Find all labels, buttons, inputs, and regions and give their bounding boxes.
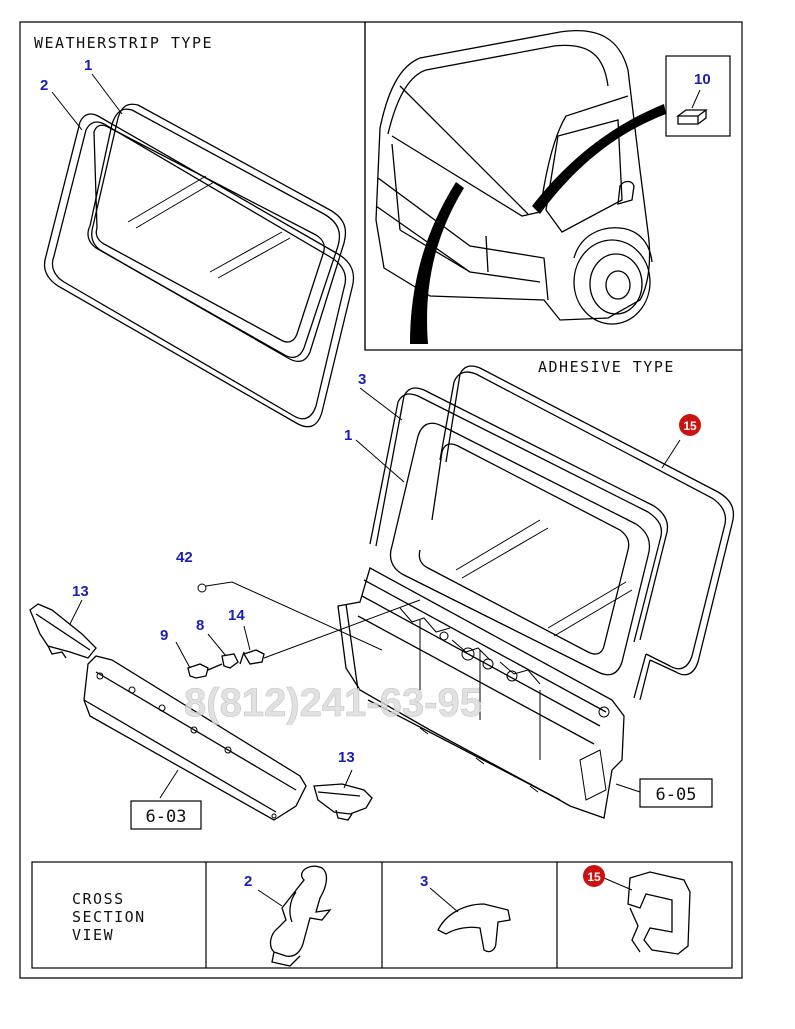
part-13-left [29, 603, 97, 659]
cross-section-table [31, 861, 733, 969]
callout-42: 42 [176, 549, 193, 566]
callout-1-weatherstrip: 1 [84, 57, 92, 74]
callout-13-right: 13 [338, 749, 355, 766]
cross-section-2-shape [257, 865, 332, 967]
panel-frames [19, 21, 743, 979]
adhesive-glass-assembly [369, 365, 735, 701]
cross-section-label-line-3: VIEW [72, 926, 114, 944]
part-10-inset [665, 55, 731, 137]
weatherstrip-glass-frame [43, 103, 355, 428]
callout-15-adhesive-text: 15 [683, 419, 697, 433]
callout-13-left: 13 [72, 583, 89, 600]
callout-1-adhesive: 1 [344, 427, 352, 444]
callout-3-adhesive: 3 [358, 371, 366, 388]
ref-box-6-05: 6-05 [639, 778, 713, 808]
callout-14: 14 [228, 607, 245, 624]
adhesive-leaders [69, 387, 681, 799]
callout-10: 10 [694, 71, 711, 88]
ref-6-03-text: 6-03 [146, 807, 187, 827]
ref-box-6-03: 6-03 [130, 800, 202, 830]
truck-cab-drawing [375, 30, 666, 344]
weatherstrip-leaders [51, 73, 123, 131]
callout-3-cross-section: 3 [420, 873, 428, 890]
cross-section-label-line-1: CROSS [72, 890, 125, 908]
callout-15-cross-section: 15 [583, 865, 605, 887]
cowl-panel [337, 567, 625, 819]
adhesive-type-title: ADHESIVE TYPE [538, 358, 675, 376]
phone-watermark: 8(812)241-63-95 [184, 681, 482, 725]
callout-9: 9 [160, 627, 168, 644]
callout-2-weatherstrip: 2 [40, 77, 48, 94]
callout-2-cross-section: 2 [244, 873, 252, 890]
ref-6-05-text: 6-05 [656, 785, 697, 805]
cross-section-label-line-2: SECTION [72, 908, 146, 926]
weatherstrip-type-title: WEATHERSTRIP TYPE [34, 34, 213, 52]
fasteners [187, 583, 265, 679]
ventilator-panel [83, 655, 307, 821]
callout-8: 8 [196, 617, 204, 634]
cross-section-3-shape [429, 887, 511, 953]
cross-section-15-shape [603, 871, 691, 955]
part-13-right [313, 783, 373, 821]
callout-15-adhesive: 15 [679, 414, 701, 436]
callout-15-cross-section-text: 15 [587, 870, 601, 884]
